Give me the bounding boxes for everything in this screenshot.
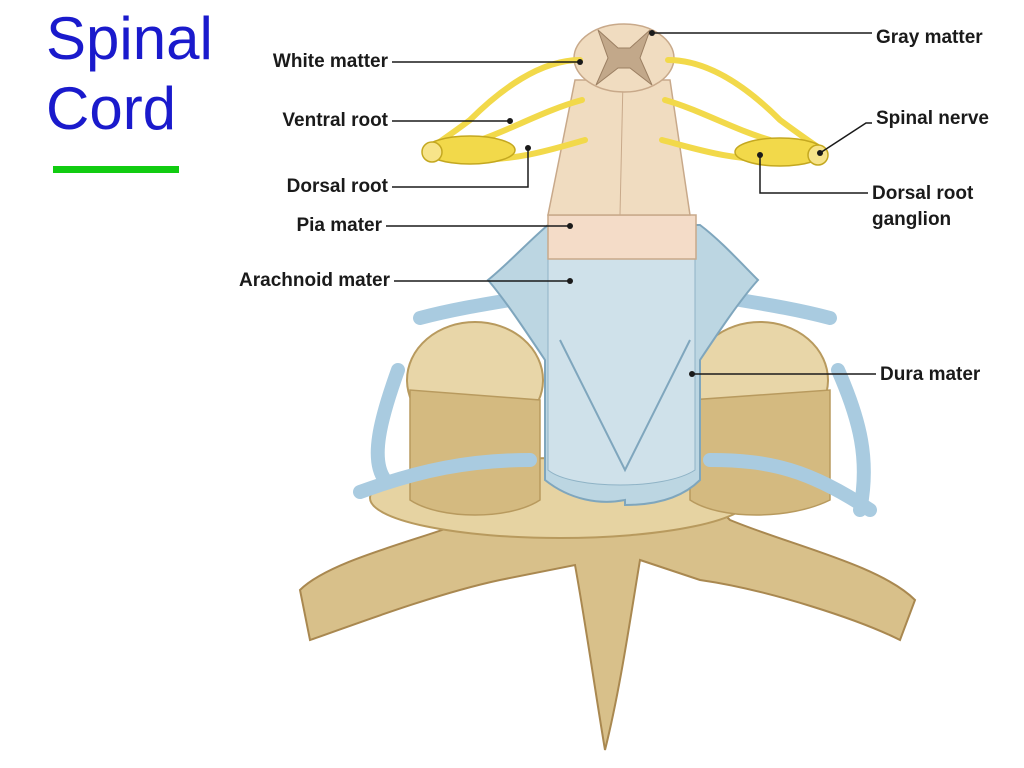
label-dura-mater: Dura mater [880, 364, 981, 385]
pia-mater-segment [547, 214, 697, 260]
leader-dots [507, 30, 823, 377]
label-gray-matter: Gray matter [876, 27, 983, 48]
vertebra [298, 321, 917, 751]
slide-title: Spinal Cord [46, 4, 213, 144]
label-dorsal-root: Dorsal root [286, 176, 388, 197]
label-spinal-nerve: Spinal nerve [876, 108, 989, 129]
cord-cross-section [573, 23, 675, 93]
title-underline [53, 166, 179, 173]
label-white-matter: White matter [272, 51, 388, 72]
vessels [353, 293, 877, 517]
label-ventral-root: Ventral root [282, 110, 388, 131]
label-dorsal-root-ganglion-line1: Dorsal root [872, 183, 974, 204]
spinal-nerve-left [421, 135, 516, 165]
label-pia-mater: Pia mater [296, 215, 382, 236]
label-dorsal-root-ganglion-line2: ganglion [872, 209, 952, 230]
title-line-1: Spinal [46, 5, 213, 72]
spinal-nerve-right [734, 137, 829, 167]
label-arachnoid-mater: Arachnoid mater [239, 270, 390, 291]
leader-lines [386, 32, 876, 375]
title-line-2: Cord [46, 75, 177, 142]
